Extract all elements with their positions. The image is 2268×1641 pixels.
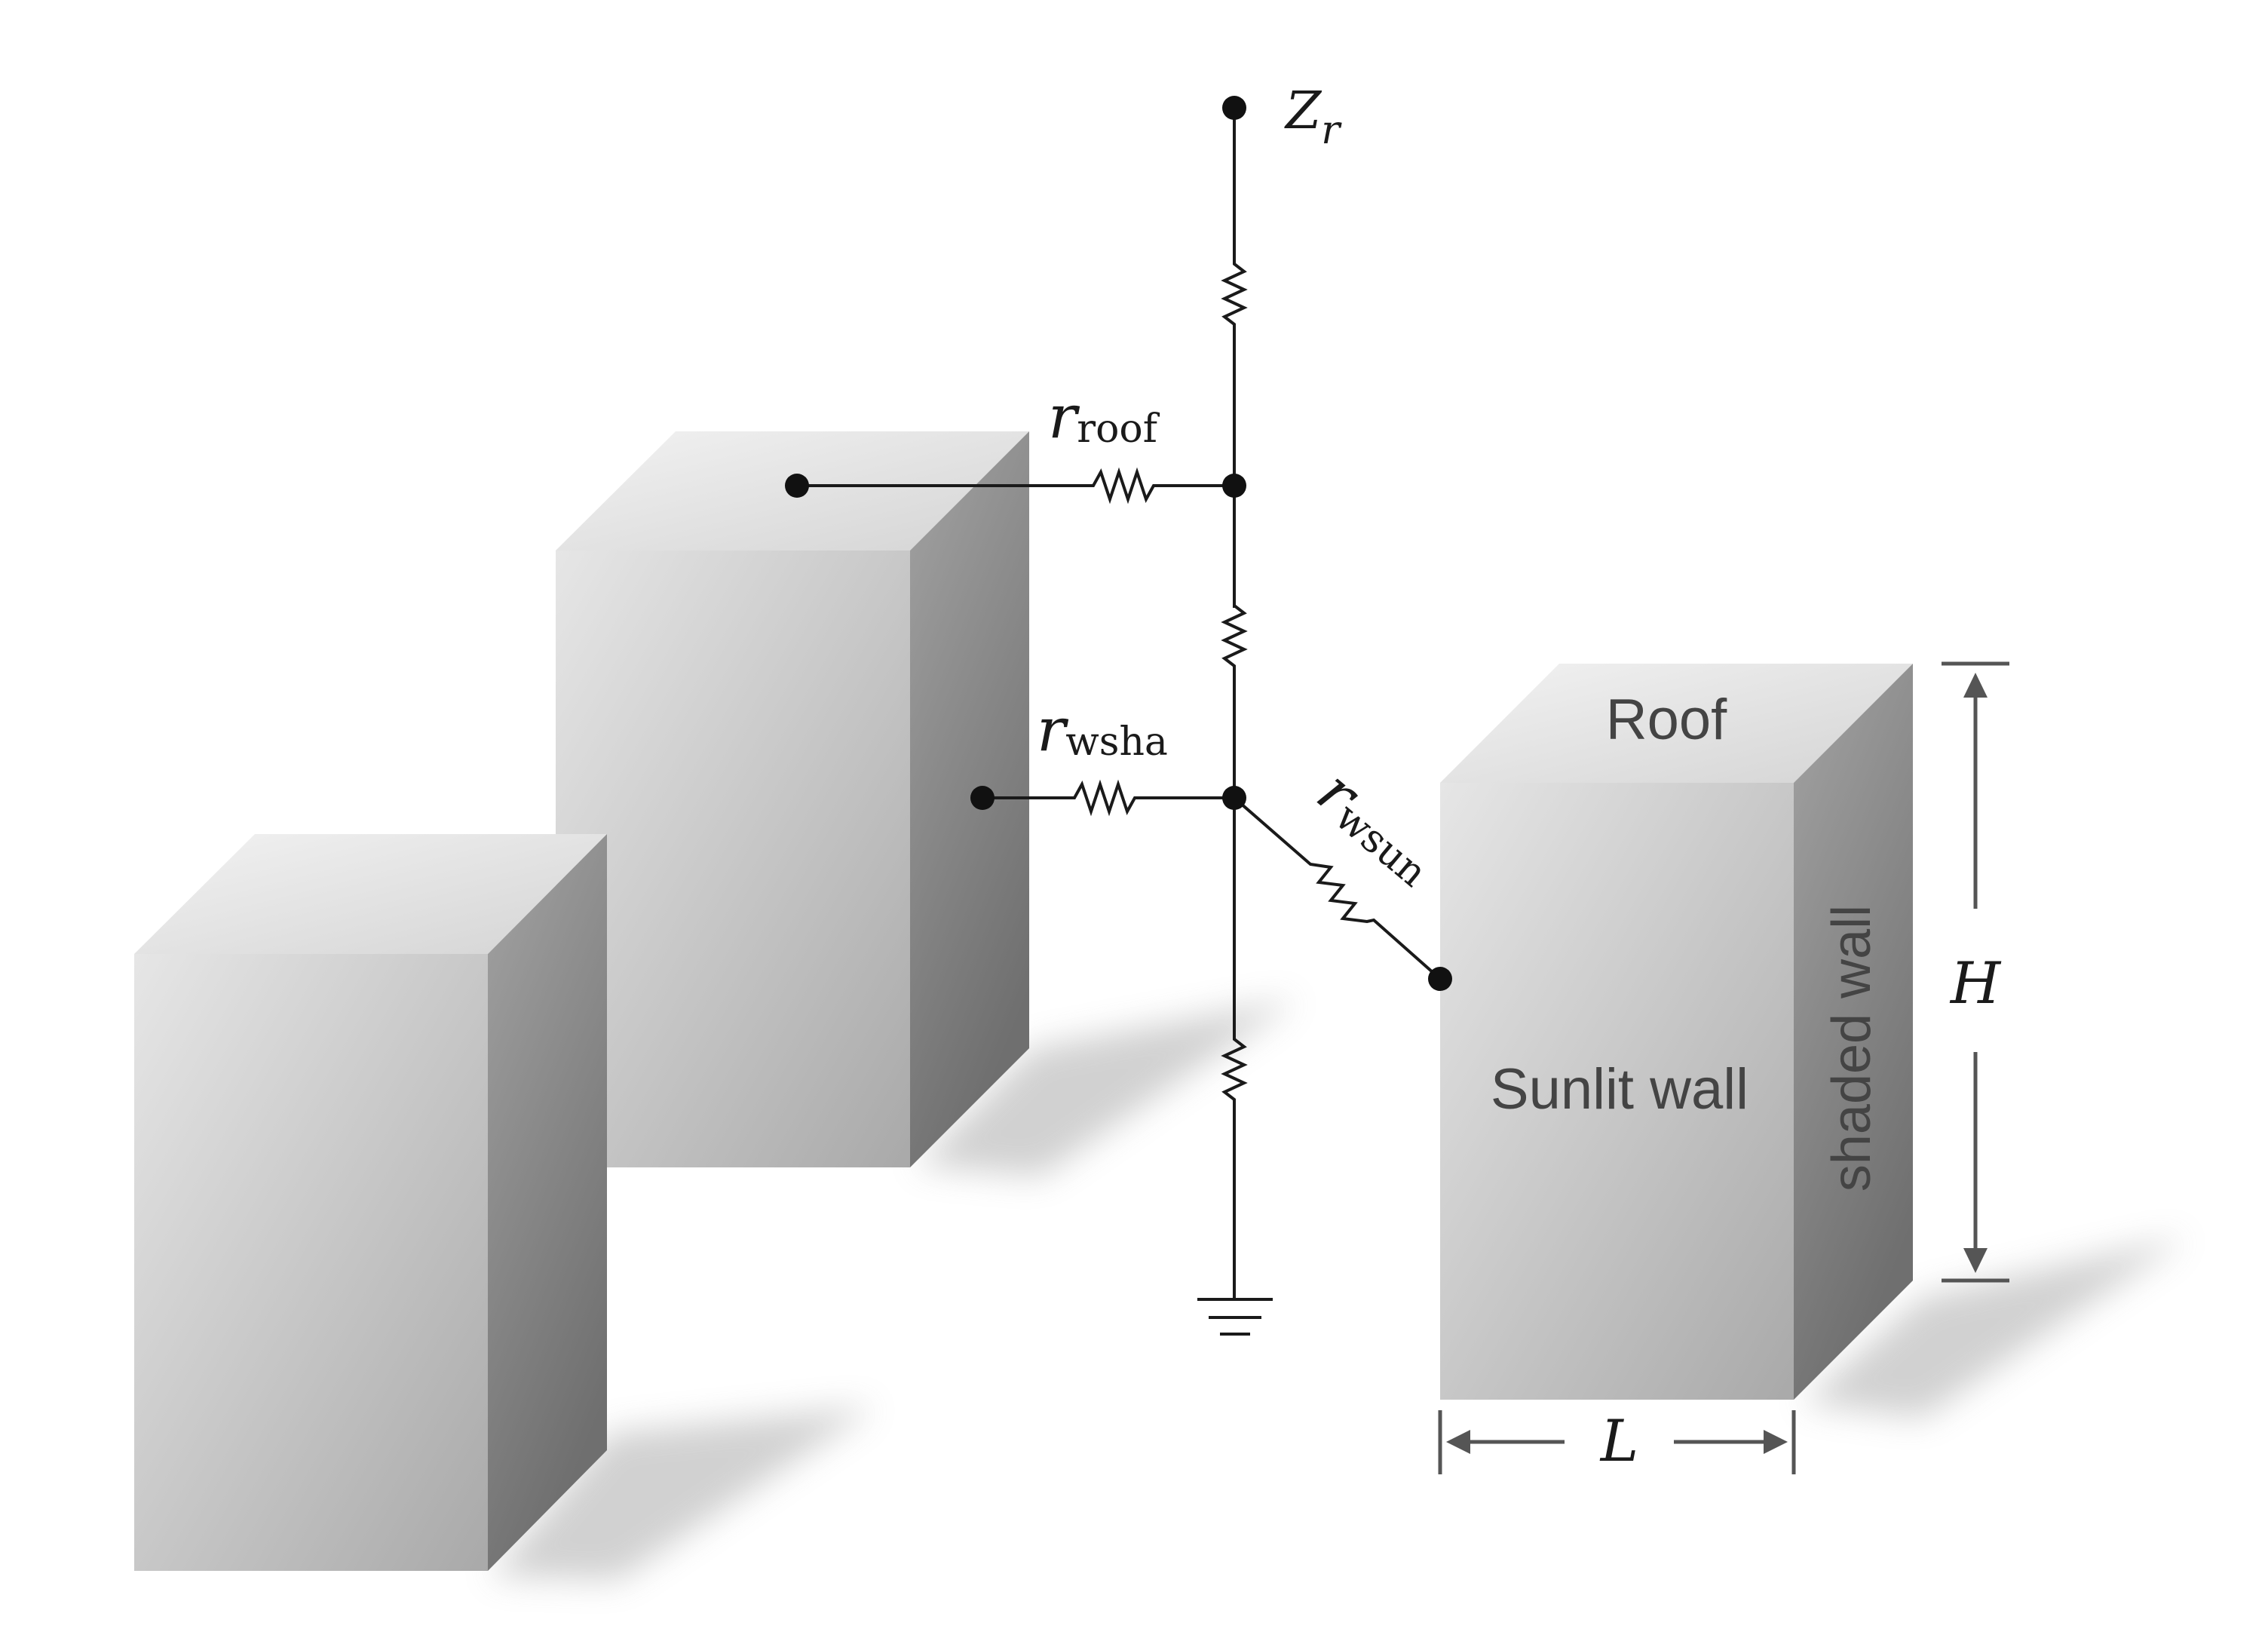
label-shaded-wall: shaded wall — [1822, 905, 1882, 1192]
node-roof-end — [785, 474, 809, 498]
arrow-right-icon — [1764, 1430, 1788, 1454]
arrow-up-icon — [1963, 673, 1988, 698]
node-wsha-end — [970, 786, 995, 810]
building-left-top — [134, 834, 607, 954]
arrow-down-icon — [1963, 1248, 1988, 1273]
shadow-middle — [916, 999, 1297, 1176]
shadow-left — [490, 1406, 875, 1580]
building-middle — [556, 431, 1029, 1167]
wsha-resistance-wire — [982, 779, 1234, 817]
label-zr: Zr — [1284, 81, 1342, 153]
shadow-right — [1802, 1237, 2187, 1418]
resistance-network — [785, 96, 1452, 1336]
node-wall-junction — [1222, 786, 1246, 810]
building-right — [1440, 664, 1913, 1400]
length-dimension: L — [1438, 1407, 1796, 1474]
label-roof: Roof — [1606, 688, 1727, 752]
building-middle-front — [556, 551, 910, 1167]
building-left-front — [134, 954, 488, 1571]
ground-icon — [1197, 1298, 1273, 1336]
building-left — [134, 834, 607, 1571]
building-shadows — [490, 999, 2187, 1580]
node-zr — [1222, 96, 1246, 120]
label-l: L — [1599, 1407, 1638, 1474]
building-right-front — [1440, 783, 1794, 1400]
wsun-resistance-wire — [1233, 796, 1442, 980]
label-sunlit-wall: Sunlit wall — [1491, 1057, 1749, 1121]
roof-resistance-wire — [797, 467, 1234, 505]
main-wire-middle — [1221, 483, 1248, 798]
height-dimension: H — [1942, 661, 2009, 1283]
building-right-side — [1794, 664, 1913, 1400]
main-wire-top — [1221, 108, 1248, 608]
label-r-roof: rroof — [1048, 382, 1160, 452]
label-r-wsha: rwsha — [1037, 695, 1168, 765]
building-right-top — [1440, 664, 1913, 783]
arrow-left-icon — [1446, 1430, 1470, 1454]
label-h: H — [1949, 949, 2002, 1017]
main-wire-bottom — [1221, 798, 1248, 1299]
node-wsun-end — [1428, 967, 1452, 991]
building-middle-side — [910, 431, 1029, 1167]
node-roof-junction — [1222, 474, 1246, 498]
building-left-side — [488, 834, 607, 1571]
